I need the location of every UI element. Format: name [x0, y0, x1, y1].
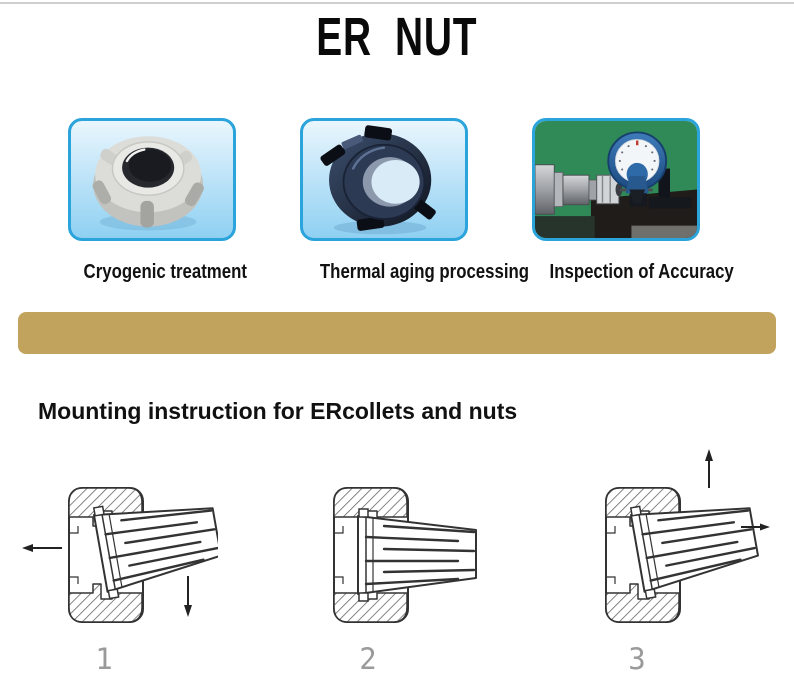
dial-gauge-inspection-photo: [535, 121, 697, 238]
caption-cryogenic: Cryogenic treatment: [83, 261, 247, 283]
process-card-thermal: [300, 118, 468, 241]
top-divider: [0, 2, 794, 4]
mounting-step-2-drawing: [333, 487, 477, 623]
arrow-down-icon: [184, 576, 192, 617]
process-card-cryogenic: [68, 118, 236, 241]
page-title-text: ER NUT: [316, 7, 478, 67]
step-number-2: 2: [359, 642, 377, 676]
collet-straight: [357, 508, 477, 602]
arrow-right-icon: [741, 523, 770, 531]
caption-thermal: Thermal aging processing: [319, 261, 530, 283]
mounting-heading: Mounting instruction for ERcollets and n…: [38, 398, 518, 424]
collet-tilted: [629, 505, 759, 600]
arrow-up-icon: [705, 449, 713, 488]
step-number-3: 3: [628, 642, 646, 676]
collet-tilted: [92, 505, 218, 600]
arrow-left-icon: [22, 544, 62, 552]
mounting-step-1-drawing: [22, 487, 218, 623]
caption-inspection: Inspection of Accuracy: [549, 261, 734, 283]
mounting-step-3-drawing: [605, 449, 770, 623]
page-title: ER NUT: [0, 6, 794, 68]
process-card-inspection: [532, 118, 700, 241]
gold-divider: [18, 312, 776, 354]
dark-blue-collet-nut-photo: [320, 125, 436, 235]
cryogenic-nut-photo: [92, 136, 204, 231]
step-number-1: 1: [95, 642, 113, 676]
